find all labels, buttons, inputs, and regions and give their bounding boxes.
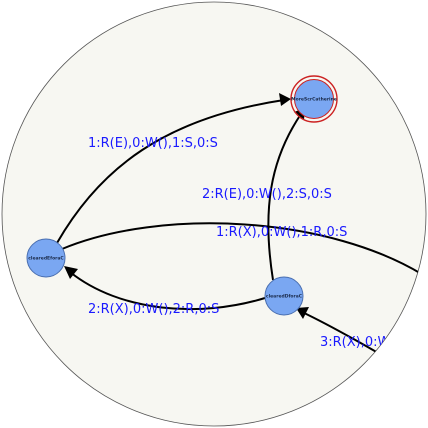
edge-e3[interactable] xyxy=(61,222,428,279)
state-node-n1[interactable]: clearedEforaC xyxy=(26,238,66,278)
edge-e5-arrowhead xyxy=(296,307,309,319)
edge-e1-arrowhead xyxy=(279,93,291,106)
diagram-content: 1:R(E),0:W(),1:S,0:S 2:R(E),0:W(),2:S,0:… xyxy=(26,75,428,383)
state-node-n2[interactable]: clearedDforaC xyxy=(264,276,304,316)
edge-e2[interactable] xyxy=(267,113,302,281)
state-node-n3[interactable]: MoreScrCatherine xyxy=(290,75,338,123)
state-label-n3: MoreScrCatherine xyxy=(291,97,337,103)
edge-label-e4: 2:R(X),0:W(),2:R,0:S xyxy=(88,302,219,317)
edge-label-e5: 3:R(X),0:W xyxy=(320,335,391,350)
edge-e1[interactable] xyxy=(56,99,285,244)
edge-e4-arrowhead xyxy=(64,266,78,279)
edge-e4[interactable] xyxy=(69,271,266,311)
edge-label-e1: 1:R(E),0:W(),1:S,0:S xyxy=(88,136,218,151)
edge-label-e3: 1:R(X),0:W(),1:R,0:S xyxy=(216,225,347,240)
edge-label-e2: 2:R(E),0:W(),2:S,0:S xyxy=(202,187,332,202)
final-state-ring xyxy=(290,75,338,123)
state-label-n1: clearedEforaC xyxy=(28,256,64,262)
state-label-n2: clearedDforaC xyxy=(266,294,303,300)
